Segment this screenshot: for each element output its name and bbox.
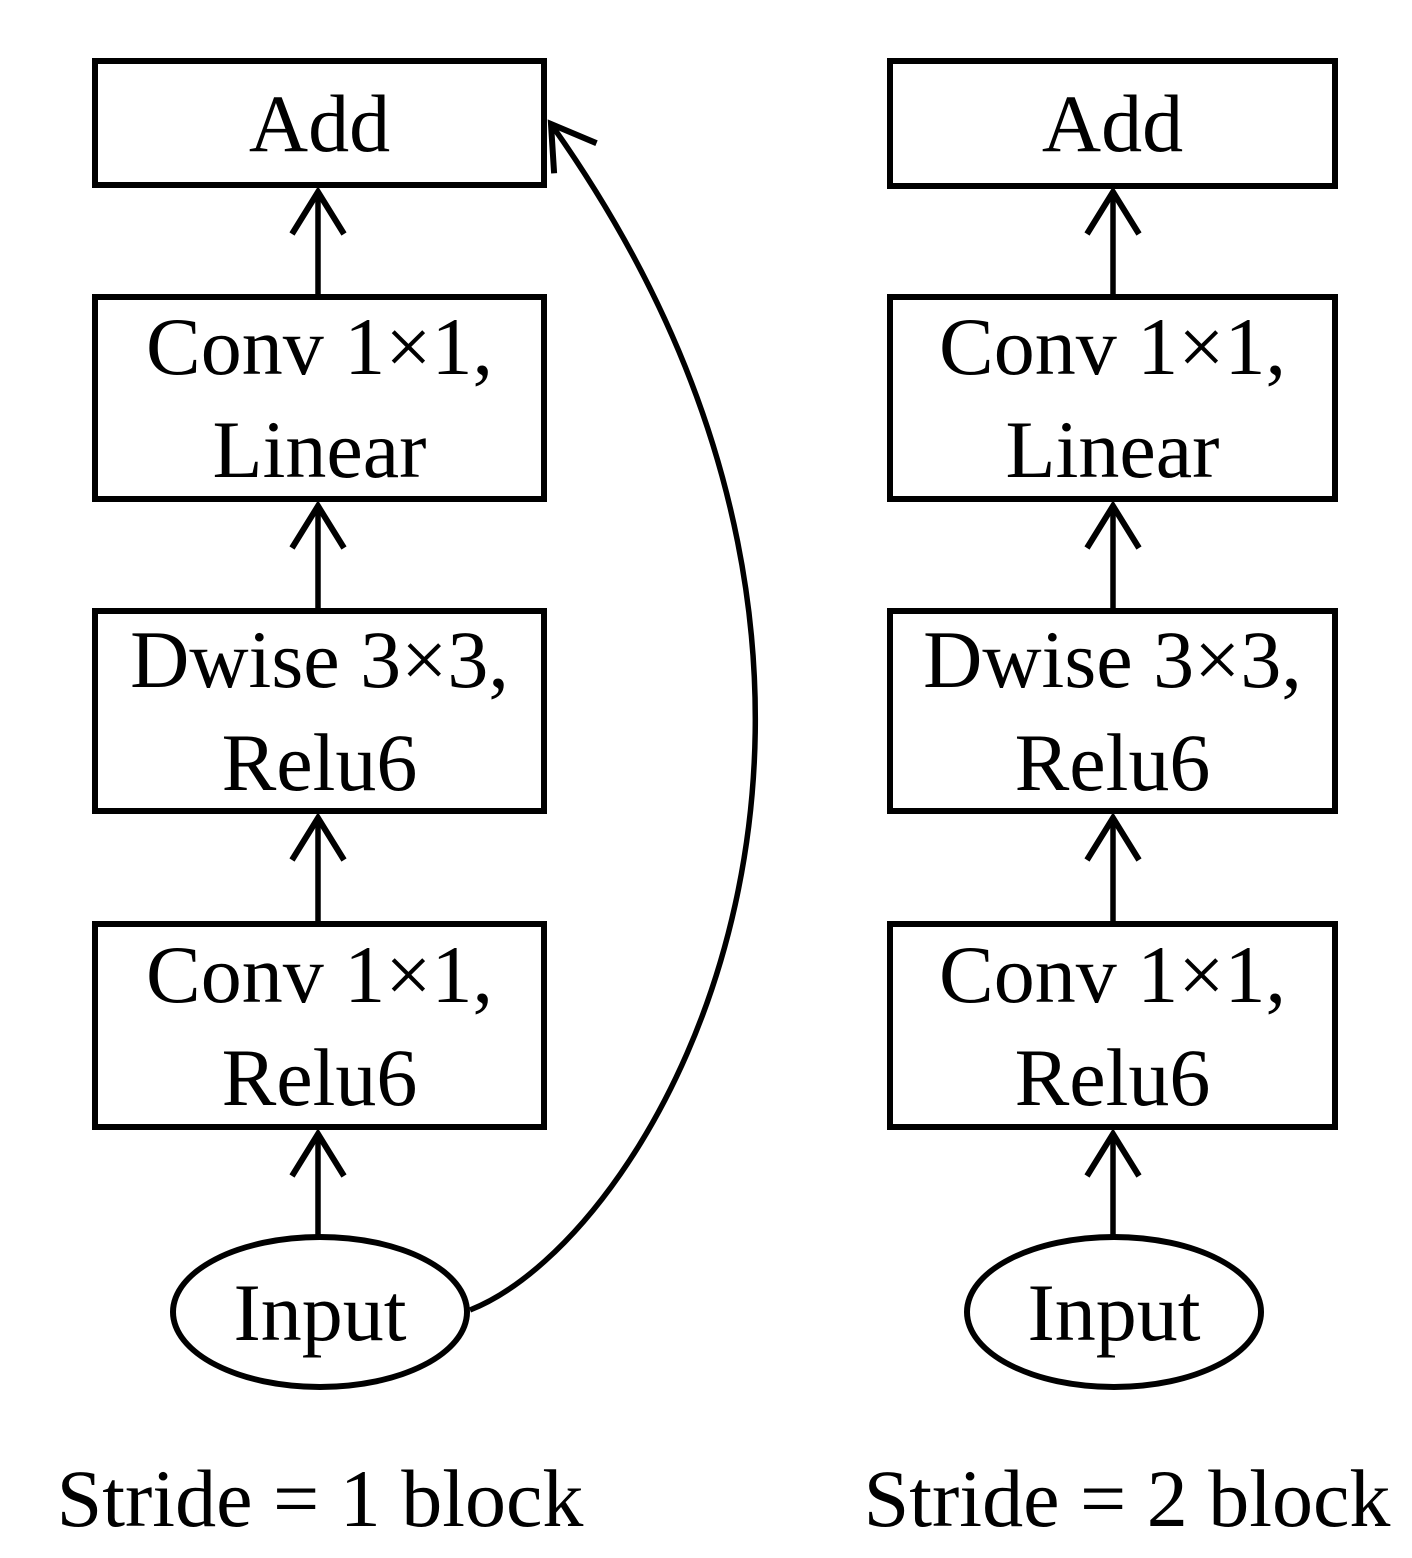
add-node: Add xyxy=(887,58,1338,189)
dwise-3x3-line1: Dwise 3×3, xyxy=(130,614,509,705)
dwise-3x3-relu6-node: Dwise 3×3, Relu6 xyxy=(92,608,547,814)
conv-1x1-relu6-line2: Relu6 xyxy=(221,1031,418,1123)
dwise-3x3-line1: Dwise 3×3, xyxy=(923,614,1302,705)
dwise-3x3-relu6-node: Dwise 3×3, Relu6 xyxy=(887,608,1338,814)
input-node: Input xyxy=(170,1234,470,1390)
input-label: Input xyxy=(1027,1266,1201,1358)
dwise-3x3-line2: Relu6 xyxy=(221,717,418,808)
conv-1x1-relu6-line1: Conv 1×1, xyxy=(146,928,493,1020)
add-node: Add xyxy=(92,58,547,188)
input-node: Input xyxy=(964,1234,1264,1390)
stride-1-caption: Stride = 1 block xyxy=(56,1453,584,1544)
conv-1x1-linear-node: Conv 1×1, Linear xyxy=(887,294,1338,502)
conv-1x1-relu6-line2: Relu6 xyxy=(1014,1031,1211,1123)
conv-1x1-relu6-line1: Conv 1×1, xyxy=(939,928,1286,1020)
add-label: Add xyxy=(248,77,391,169)
conv-1x1-linear-line1: Conv 1×1, xyxy=(939,301,1286,392)
conv-1x1-linear-line1: Conv 1×1, xyxy=(146,301,493,392)
conv-1x1-relu6-node: Conv 1×1, Relu6 xyxy=(92,921,547,1130)
conv-1x1-relu6-node: Conv 1×1, Relu6 xyxy=(887,921,1338,1130)
conv-1x1-linear-node: Conv 1×1, Linear xyxy=(92,294,547,502)
conv-1x1-linear-line2: Linear xyxy=(212,404,427,495)
conv-1x1-linear-line2: Linear xyxy=(1005,404,1220,495)
input-label: Input xyxy=(233,1266,407,1358)
add-label: Add xyxy=(1041,78,1184,169)
stride-2-caption: Stride = 2 block xyxy=(863,1453,1391,1544)
dwise-3x3-line2: Relu6 xyxy=(1014,717,1211,808)
